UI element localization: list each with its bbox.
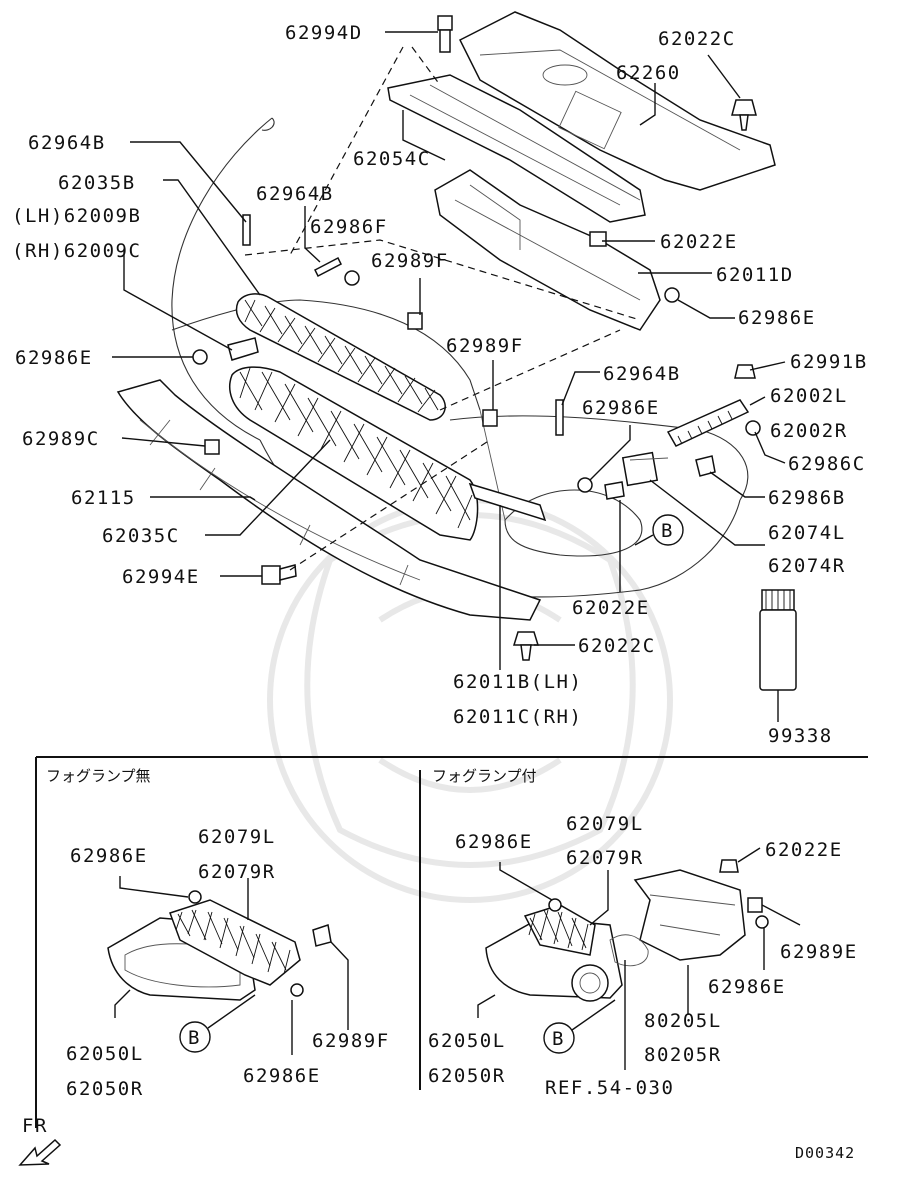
label-62011C: 62011C(RH)	[453, 706, 582, 728]
label-62050L-a: 62050L	[66, 1043, 144, 1065]
lower-lip-spoiler	[116, 379, 542, 621]
label-62994E: 62994E	[122, 566, 200, 588]
label-62989F-b: 62989F	[446, 335, 524, 357]
label-62009C: (RH)62009C	[12, 240, 141, 262]
section-title-without-fog: フォグランプ無	[46, 767, 151, 785]
label-62050R-b: 62050R	[428, 1065, 506, 1087]
label-62009B: (LH)62009B	[12, 205, 141, 227]
label-62986E-f: 62986E	[455, 831, 533, 853]
engine-top-cover	[458, 11, 776, 191]
label-62035B: 62035B	[58, 172, 136, 194]
label-62989F-c: 62989F	[312, 1030, 390, 1052]
label-62079R-a: 62079R	[198, 861, 276, 883]
label-62986F: 62986F	[310, 216, 388, 238]
label-62115: 62115	[71, 487, 136, 509]
diagram-code: D00342	[795, 1144, 855, 1162]
label-62022E-b: 62022E	[572, 597, 650, 619]
callout-b-main	[634, 514, 684, 546]
label-62989C: 62989C	[22, 428, 100, 450]
inset-frames	[35, 756, 868, 1128]
side-trim-62002	[666, 399, 750, 447]
label-62050L-b: 62050L	[428, 1030, 506, 1052]
label-62260: 62260	[616, 62, 681, 84]
label-62035C: 62035C	[102, 525, 180, 547]
leader-lines	[112, 31, 786, 722]
label-62002L: 62002L	[770, 385, 848, 407]
label-62050R-a: 62050R	[66, 1078, 144, 1100]
radiator-support-cover	[387, 74, 646, 223]
lower-grille-mesh	[229, 366, 479, 541]
label-62964B-c: 62964B	[603, 363, 681, 385]
grease-bottle-99338	[759, 589, 797, 691]
front-direction-arrow	[18, 1138, 62, 1166]
label-62074L: 62074L	[768, 522, 846, 544]
callout-b-left-text: B	[188, 1027, 201, 1049]
callout-b-main-text: B	[661, 520, 674, 542]
label-62964B-a: 62964B	[28, 132, 106, 154]
label-62986E-e: 62986E	[243, 1065, 321, 1087]
label-62079L-a: 62079L	[198, 826, 276, 848]
label-62989E: 62989E	[780, 941, 858, 963]
label-62011B: 62011B(LH)	[453, 671, 582, 693]
callout-b-right-text: B	[552, 1028, 565, 1050]
bracket-62011B-C	[468, 482, 547, 522]
callout-letters: B B B	[188, 520, 674, 1050]
label-ref-54-030: REF.54-030	[545, 1077, 674, 1099]
part-labels: 62994D 62022C 62260 62964B 62054C 62035B…	[12, 22, 868, 1100]
front-direction-label: FR	[22, 1115, 48, 1137]
label-62986E-c: 62986E	[582, 397, 660, 419]
inset-with-fog	[477, 847, 801, 1070]
alignment-dashes	[244, 46, 641, 571]
label-62054C: 62054C	[353, 148, 431, 170]
label-62986C: 62986C	[788, 453, 866, 475]
label-62964B-b: 62964B	[256, 183, 334, 205]
label-62079L-b: 62079L	[566, 813, 644, 835]
label-62986E-d: 62986E	[70, 845, 148, 867]
label-80205R: 80205R	[644, 1044, 722, 1066]
label-99338: 99338	[768, 725, 833, 747]
label-62986E-b: 62986E	[15, 347, 93, 369]
label-62011D: 62011D	[716, 264, 794, 286]
label-62079R-b: 62079R	[566, 847, 644, 869]
inset-without-fog	[107, 876, 349, 1055]
label-62022C-b: 62022C	[578, 635, 656, 657]
label-62074R: 62074R	[768, 555, 846, 577]
section-title-with-fog: フォグランプ付	[432, 767, 537, 785]
lower-bracket-assembly	[434, 169, 661, 331]
label-62022C-top: 62022C	[658, 28, 736, 50]
label-62986E-a: 62986E	[738, 307, 816, 329]
label-62986E-g: 62986E	[708, 976, 786, 998]
label-62994D: 62994D	[285, 22, 363, 44]
label-62991B: 62991B	[790, 351, 868, 373]
label-62002R: 62002R	[770, 420, 848, 442]
label-62022E-c: 62022E	[765, 839, 843, 861]
label-80205L: 80205L	[644, 1010, 722, 1032]
label-62022E-a: 62022E	[660, 231, 738, 253]
label-62986B: 62986B	[768, 487, 846, 509]
fastener-set	[192, 15, 761, 661]
upper-grille-mesh	[235, 293, 446, 421]
fog-bracket-62074	[621, 451, 669, 487]
label-62989F-a: 62989F	[371, 250, 449, 272]
